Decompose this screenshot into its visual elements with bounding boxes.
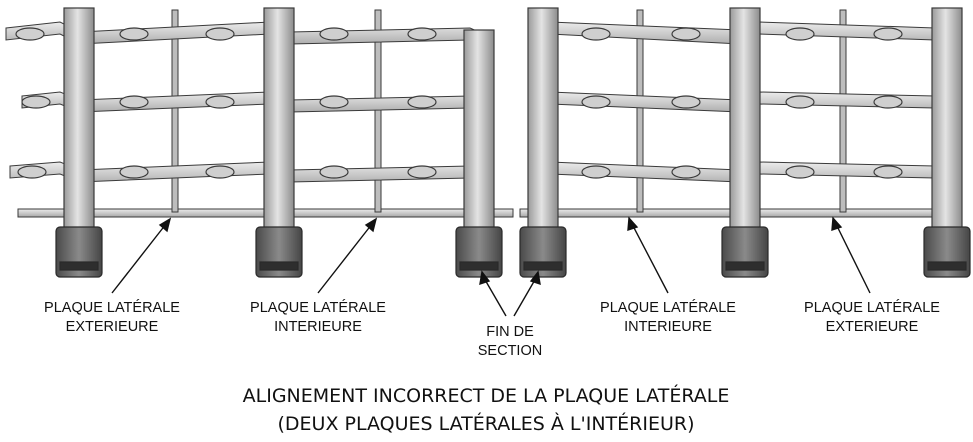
label-inner-left-line2: INTERIEURE	[274, 319, 362, 335]
label-outer-right-line2: EXTERIEURE	[826, 319, 919, 335]
link-eyes-left	[15, 27, 437, 179]
arrow-end-left	[483, 277, 507, 317]
arrow-inner-right	[631, 223, 669, 294]
label-end-line2: SECTION	[478, 343, 542, 359]
label-outer-right-line1: PLAQUE LATÉRALE	[804, 299, 940, 316]
left-belt-section	[5, 7, 514, 278]
caption-line1: ALIGNEMENT INCORRECT DE LA PLAQUE LATÉRA…	[243, 384, 730, 407]
thin-rods-right	[636, 9, 847, 213]
label-inner-right-line1: PLAQUE LATÉRALE	[600, 299, 736, 316]
arrow-end-right	[513, 277, 537, 317]
arrow-outer-left	[111, 223, 167, 294]
label-inner-left-line1: PLAQUE LATÉRALE	[250, 299, 386, 316]
callout-arrows	[111, 216, 871, 317]
thin-rods-left	[171, 9, 382, 213]
caption-line2: (DEUX PLAQUES LATÉRALES À L'INTÉRIEUR)	[278, 412, 695, 435]
arrow-outer-right	[835, 223, 871, 294]
label-outer-left-line2: EXTERIEURE	[66, 319, 159, 335]
label-outer-left-line1: PLAQUE LATÉRALE	[44, 299, 180, 316]
right-belt-section	[519, 7, 971, 278]
posts-right	[527, 7, 963, 234]
link-eyes-right	[581, 27, 903, 179]
label-end-line1: FIN DE	[486, 324, 534, 340]
arrow-inner-left	[317, 223, 373, 294]
label-inner-right-line2: INTERIEURE	[624, 319, 712, 335]
sprockets-left	[55, 226, 503, 278]
sprockets-right	[519, 226, 971, 278]
